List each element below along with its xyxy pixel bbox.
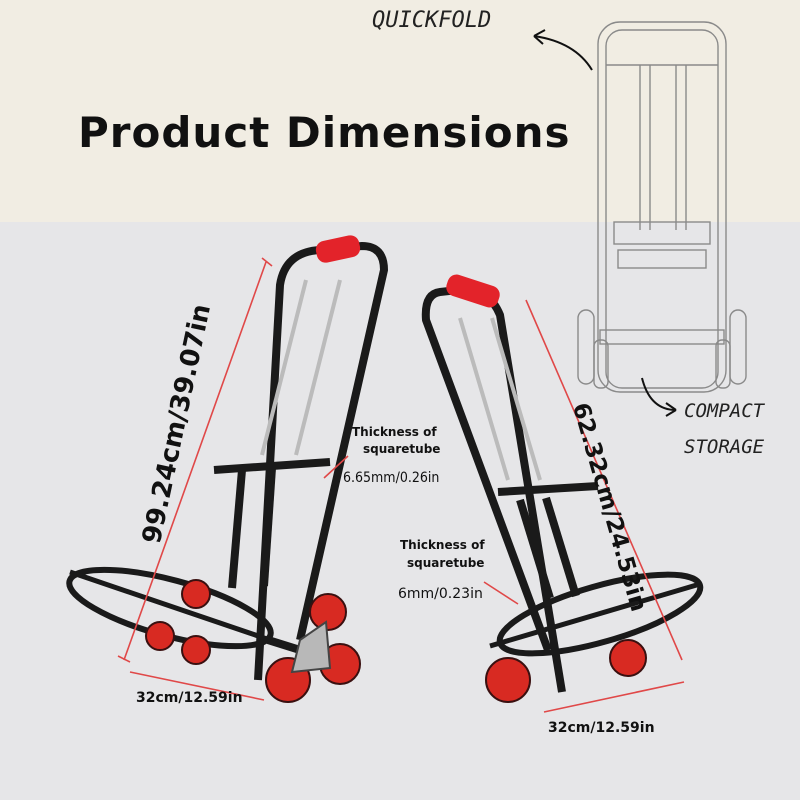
compact-note-line2: STORAGE: [684, 436, 765, 458]
quickfold-note: QUICKFOLD: [372, 8, 492, 33]
compact-note-line1: COMPACT: [684, 400, 765, 422]
right-tube-value: 6mm/0.23in: [398, 586, 483, 602]
right-width-label: 32cm/12.59in: [548, 720, 655, 736]
left-tube-value: 6.65mm/0.26in: [343, 470, 440, 486]
left-handle: [315, 235, 361, 263]
dimension-lines: [117, 257, 685, 713]
left-tube-label-1: Thickness of: [352, 425, 437, 439]
folded-cart-sketch: [577, 21, 747, 393]
left-cart: [66, 235, 388, 703]
right-cart: [421, 274, 704, 703]
background-top: [0, 0, 800, 222]
right-wheels: [485, 639, 647, 703]
right-tube-label-1: Thickness of: [400, 538, 485, 552]
quickfold-arrow: [533, 35, 593, 71]
left-width-label: 32cm/12.59in: [136, 690, 243, 706]
right-tube-label-2: squaretube: [407, 556, 485, 570]
background-bottom: [0, 222, 800, 800]
right-handle: [446, 274, 500, 308]
compact-arrow: [641, 377, 677, 411]
left-tube-label-2: squaretube: [363, 442, 441, 456]
left-wheels: [145, 579, 361, 703]
page-title: Product Dimensions: [78, 108, 571, 157]
